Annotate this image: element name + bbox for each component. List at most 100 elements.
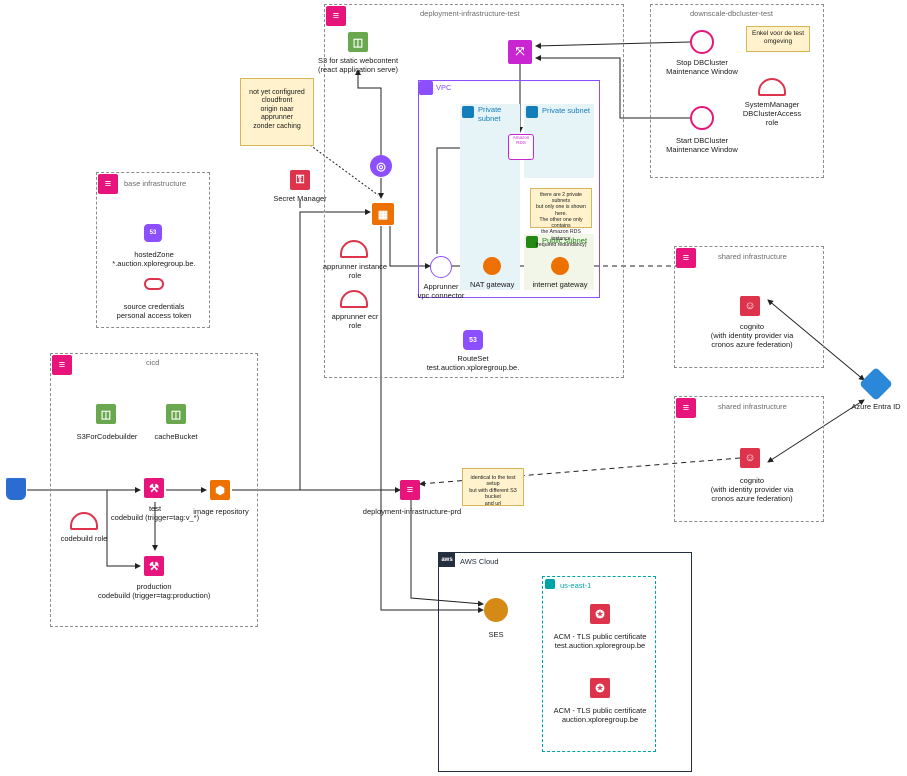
edge-apprunner-connector (389, 226, 431, 269)
helmet-icon (340, 240, 368, 258)
hosted-zone-label: hostedZone*.auction.xploregroup.be. (112, 250, 196, 268)
management-icon: ≡ (98, 174, 118, 194)
edge-apprunner-ses (380, 226, 484, 613)
edge-repo-apprunner (299, 209, 371, 490)
helmet-icon (758, 78, 786, 96)
group-base-title: base infrastructure (124, 179, 187, 188)
cognito-icon: ☺ (740, 448, 760, 468)
entra-label: Azure Entra ID (851, 402, 901, 411)
s3-codebuilder-label: S3ForCodebuilder (76, 432, 138, 441)
group-shared-2-title: shared infrastructure (718, 402, 787, 411)
nat-label: NAT gateway (470, 280, 515, 289)
edge-entra-cognito1 (767, 299, 865, 381)
cloudfront-icon: ◎ (370, 155, 392, 177)
edge-stop-bridge (535, 41, 691, 49)
cache-bucket-label: cacheBucket (154, 432, 198, 441)
igw-icon (551, 257, 569, 275)
route53-icon: 53 (463, 330, 483, 350)
group-aws-cloud-title: AWS Cloud (460, 557, 499, 566)
group-deployment-test (324, 4, 624, 378)
lock-icon (462, 106, 474, 118)
vpc-title: VPC (436, 83, 452, 92)
apprunner-icon: ▦ (372, 203, 394, 225)
s3-web-label: S3 for static webcontent(react applicati… (318, 56, 399, 74)
key-icon (144, 278, 164, 290)
group-shared-1 (674, 246, 824, 368)
vpc-icon (419, 81, 433, 95)
clock-icon (690, 30, 714, 54)
clock-icon (690, 106, 714, 130)
group-deployment-test-title: deployment-infrastructure-test (420, 9, 520, 18)
group-shared-1-title: shared infrastructure (718, 252, 787, 261)
vault-icon: ⚿ (290, 170, 310, 190)
edge-start-bridge (535, 55, 690, 119)
codebuild-icon: ⚒ (144, 556, 164, 576)
igw-label: internet gateway (532, 280, 588, 289)
deploy-prd-label: deployment-infrastructure-prd (362, 507, 462, 516)
management-icon: ≡ (52, 355, 72, 375)
bridge-icon: ⤧ (508, 40, 532, 64)
nat-icon (483, 257, 501, 275)
cognito-icon: ☺ (740, 296, 760, 316)
group-shared-2 (674, 396, 824, 522)
secret-manager-label: Secret Manager (273, 194, 327, 203)
edge-cf-s3 (355, 69, 382, 155)
route53-icon: 53 (144, 224, 162, 242)
group-base (96, 172, 210, 328)
group-downscale (650, 4, 824, 178)
bucket-icon: ◫ (166, 404, 186, 424)
edge-prd-ses (410, 500, 484, 607)
bitbucket-icon (6, 478, 26, 500)
certificate-icon: ✪ (590, 604, 610, 624)
group-cicd-title: cicd (146, 358, 160, 367)
group-aws-cloud (438, 552, 692, 772)
management-icon: ≡ (326, 6, 346, 26)
private-subnet-2-label: Private subnet (542, 106, 590, 115)
management-icon: ≡ (676, 248, 696, 268)
ecr-icon: ⬢ (210, 480, 230, 500)
helmet-icon (70, 512, 98, 530)
ses-icon (484, 598, 508, 622)
group-cicd (50, 353, 258, 627)
management-icon: ≡ (676, 398, 696, 418)
management-icon: ≡ (400, 480, 420, 500)
apprunner-connector-icon (430, 256, 452, 278)
lock-icon (526, 236, 538, 248)
region-flag-icon (545, 579, 555, 589)
group-downscale-title: downscale-dbcluster-test (690, 9, 773, 18)
helmet-icon (340, 290, 368, 308)
bucket-icon: ◫ (96, 404, 116, 424)
group-region (542, 576, 656, 752)
edge-source-prod (106, 490, 141, 569)
public-subnet-label: Public subnet (542, 236, 588, 245)
ses-label: SES (488, 630, 504, 639)
vpc-group (418, 80, 600, 298)
codebuild-icon: ⚒ (144, 478, 164, 498)
group-region-title: us-east-1 (560, 581, 592, 590)
edge-entra-cognito2 (767, 399, 865, 463)
rds-icon: Amazon RDS (508, 134, 534, 160)
image-repo-label: image repository (193, 507, 249, 516)
certificate-icon: ✪ (590, 678, 610, 698)
aws-badge: aws (439, 553, 455, 567)
bucket-icon: ◫ (348, 32, 368, 52)
